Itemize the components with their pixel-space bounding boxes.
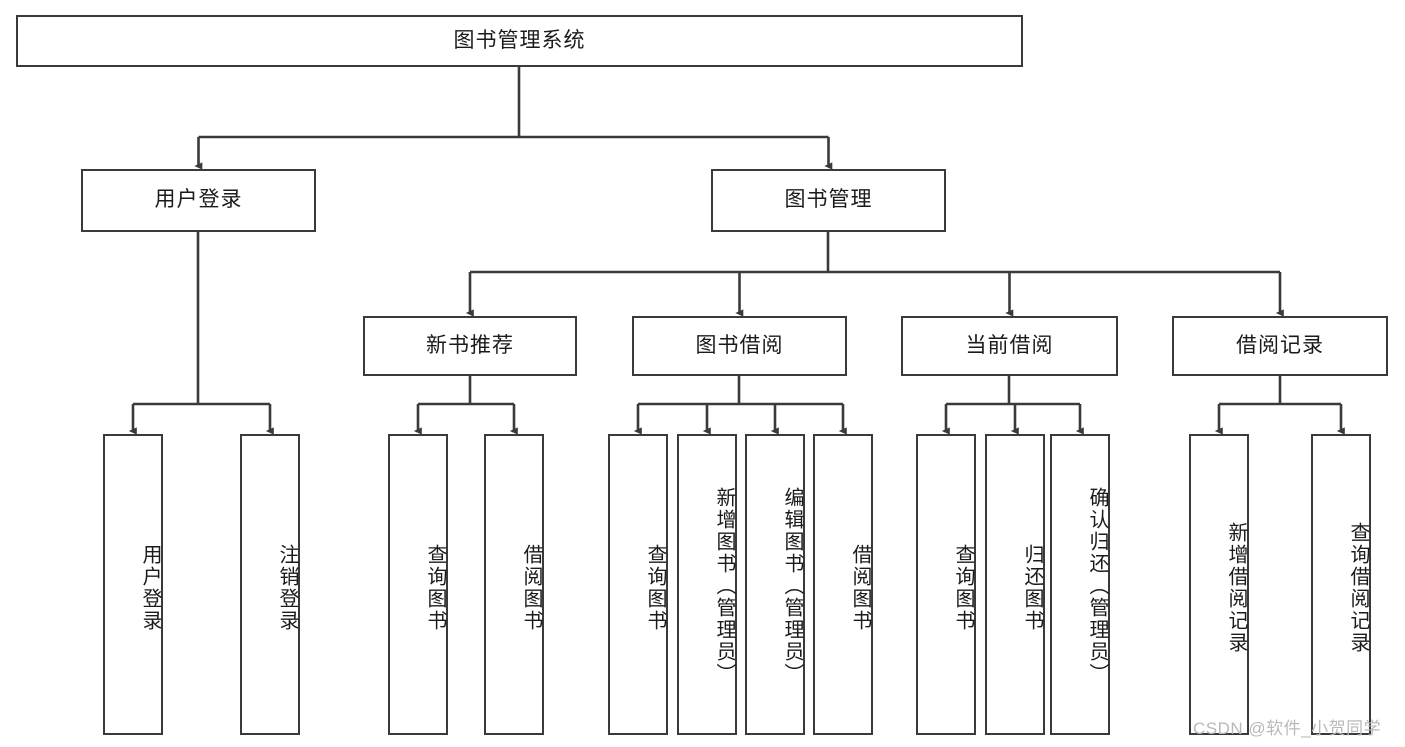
node-leaf-query-record[interactable]: 查询借阅记录	[1311, 434, 1371, 735]
node-leaf-add-record[interactable]: 新增借阅记录	[1189, 434, 1249, 735]
node-leaf-query-book-1[interactable]: 查询图书	[388, 434, 448, 735]
node-new-book-rec[interactable]: 新书推荐	[363, 316, 577, 376]
node-label: 编辑图书（管理员）	[781, 486, 803, 685]
node-leaf-add-book[interactable]: 新增图书（管理员）	[677, 434, 737, 735]
node-leaf-borrow-book-2[interactable]: 借阅图书	[813, 434, 873, 735]
node-label: 查询图书	[644, 543, 666, 632]
node-label: 查询借阅记录	[1347, 521, 1369, 654]
node-leaf-user-login[interactable]: 用户登录	[103, 434, 163, 735]
node-label: 确认归还（管理员）	[1086, 486, 1108, 685]
node-user-login[interactable]: 用户登录	[81, 169, 316, 232]
node-leaf-query-book-2[interactable]: 查询图书	[608, 434, 668, 735]
node-label: 图书管理系统	[453, 28, 586, 52]
node-label: 借阅图书	[520, 543, 542, 632]
node-current-borrow[interactable]: 当前借阅	[901, 316, 1118, 376]
node-label: 查询图书	[952, 543, 974, 632]
node-label: 查询图书	[424, 543, 446, 632]
node-label: 图书借阅	[695, 333, 784, 357]
node-label: 借阅记录	[1236, 333, 1324, 357]
node-label: 注销登录	[276, 543, 298, 632]
node-label: 新书推荐	[426, 333, 514, 357]
node-label: 新增图书（管理员）	[713, 486, 735, 685]
node-label: 用户登录	[139, 543, 161, 632]
node-leaf-user-logout[interactable]: 注销登录	[240, 434, 300, 735]
node-leaf-borrow-book-1[interactable]: 借阅图书	[484, 434, 544, 735]
node-leaf-edit-book[interactable]: 编辑图书（管理员）	[745, 434, 805, 735]
node-label: 图书管理	[784, 188, 873, 212]
node-root[interactable]: 图书管理系统	[16, 15, 1023, 67]
node-borrow-record[interactable]: 借阅记录	[1172, 316, 1388, 376]
node-book-borrow[interactable]: 图书借阅	[632, 316, 847, 376]
node-label: 新增借阅记录	[1225, 521, 1247, 654]
node-leaf-confirm-return[interactable]: 确认归还（管理员）	[1050, 434, 1110, 735]
node-label: 借阅图书	[849, 543, 871, 632]
node-label: 归还图书	[1021, 543, 1043, 632]
node-leaf-query-book-3[interactable]: 查询图书	[916, 434, 976, 735]
connector-lines	[128, 67, 1345, 435]
node-label: 用户登录	[154, 188, 243, 212]
node-book-manage[interactable]: 图书管理	[711, 169, 946, 232]
csdn-watermark: CSDN @软件_小贺同学	[1193, 719, 1382, 738]
node-leaf-return-book[interactable]: 归还图书	[985, 434, 1045, 735]
node-label: 当前借阅	[965, 333, 1054, 357]
